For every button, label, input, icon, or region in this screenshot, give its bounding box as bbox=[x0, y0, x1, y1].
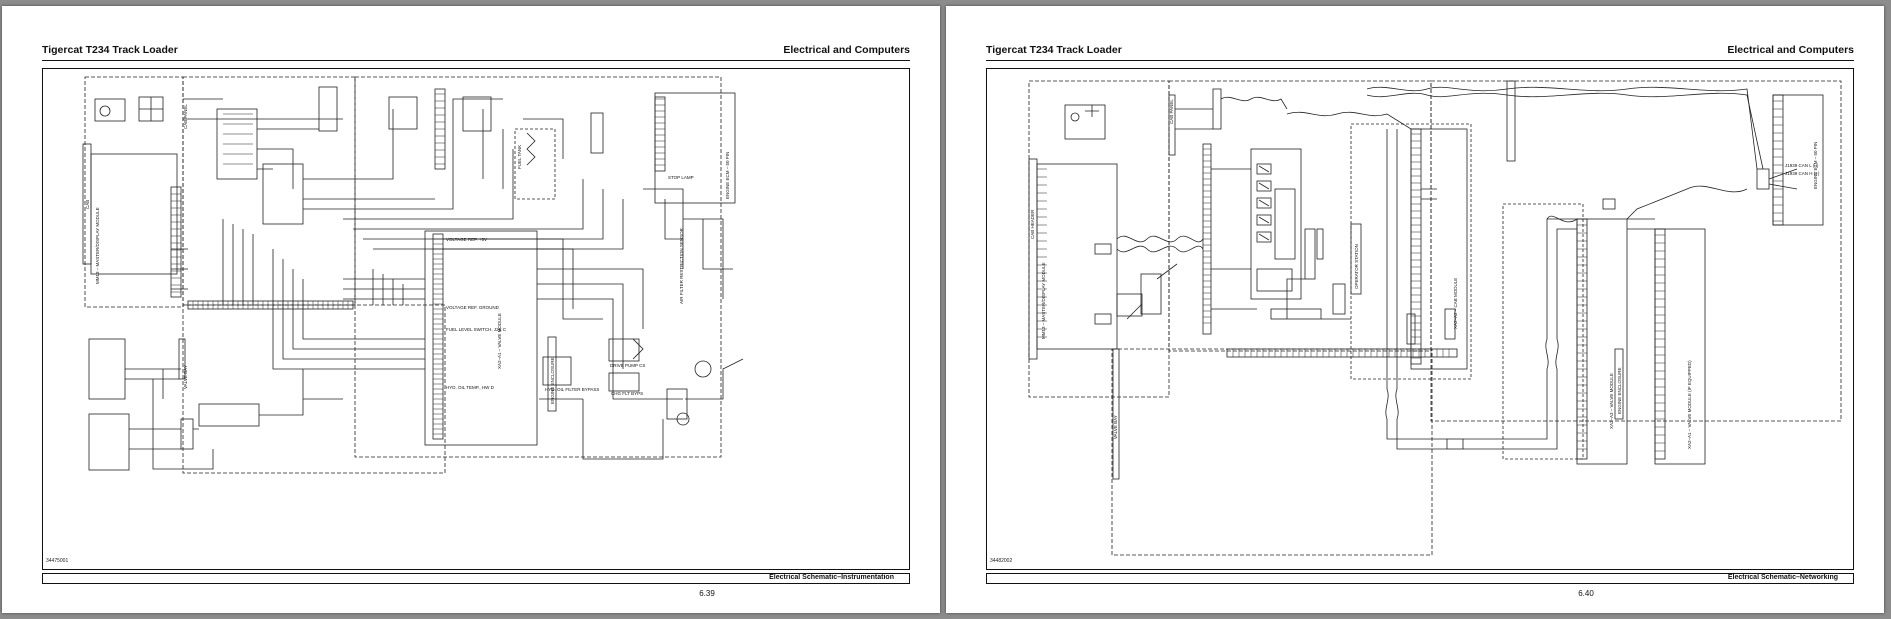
instrumentation-schematic: CAB CAB PANEL VALVE BAY ENGINE ENCLOSURE… bbox=[82, 76, 744, 474]
figure-id: 34482002 bbox=[990, 558, 1013, 564]
label-cab-panel: CAB PANEL bbox=[183, 104, 188, 129]
label-xa2-a3: XA2–A3 – VALVE MODULE bbox=[1609, 373, 1614, 429]
label-xa2-a2: XA2–A2 – CAB MODULE bbox=[1453, 278, 1458, 329]
page-number: 6.39 bbox=[699, 589, 715, 598]
label-valve-bay: VALVE BAY bbox=[1113, 415, 1118, 439]
label-cab-panel: CAB PANEL bbox=[1169, 99, 1174, 124]
label-hyd-filter: HYD. OIL FILTER BYPASS bbox=[545, 387, 599, 392]
label-air-filter: AIR FILTER RESTRICTION SENSOR bbox=[679, 227, 684, 304]
label-voltage-ground: VOLTAGE REF. GROUND bbox=[446, 305, 500, 310]
label-fuel-tank: FUEL TANK bbox=[517, 145, 522, 169]
label-fuel-level: FUEL LEVEL SWITCH, J2K C bbox=[446, 327, 507, 332]
header-rule bbox=[986, 60, 1854, 61]
footer-caption: Electrical Schematic–Instrumentation bbox=[769, 574, 894, 581]
label-chg-filter: CHG FLT BYPS bbox=[611, 391, 643, 396]
document-page-right: Tigercat T234 Track Loader Electrical an… bbox=[946, 6, 1884, 613]
label-engine-ecm: ENGINE ECM – 50 PIN bbox=[1813, 142, 1818, 189]
document-page-left: Tigercat T234 Track Loader Electrical an… bbox=[2, 6, 940, 613]
footer-bar bbox=[986, 573, 1854, 584]
page-header-title: Tigercat T234 Track Loader bbox=[986, 44, 1122, 56]
label-mm-module: MM13 – MASTER/DISPLAY MODULE bbox=[1041, 262, 1046, 339]
label-cab: CAB bbox=[85, 200, 90, 209]
page-header-section: Electrical and Computers bbox=[783, 44, 910, 56]
label-can-l: J1939 CAN L (–) bbox=[1785, 163, 1819, 168]
label-drive-pump: DRIVE PUMP CS bbox=[610, 363, 645, 368]
label-voltage-ref: VOLTAGE REF. +5V bbox=[446, 237, 487, 242]
footer-caption: Electrical Schematic–Networking bbox=[1727, 574, 1838, 581]
label-stop-lamp: STOP LAMP bbox=[668, 175, 694, 180]
page-header-section: Electrical and Computers bbox=[1727, 44, 1854, 56]
footer-bar bbox=[42, 573, 910, 584]
label-cab-header: CAB HEADER bbox=[1030, 209, 1035, 239]
label-mm-module: MM13 – MASTER/DISPLAY MODULE bbox=[95, 207, 100, 284]
page-header-title: Tigercat T234 Track Loader bbox=[42, 44, 178, 56]
networking-schematic: CAB HEADER CAB PANEL VALVE BAY OPERATOR … bbox=[1028, 80, 1842, 556]
label-hyd-temp: HYD. OIL TEMP., HW D bbox=[446, 385, 495, 390]
schematic-frame: CAB CAB PANEL VALVE BAY ENGINE ENCLOSURE… bbox=[42, 68, 910, 570]
header-rule bbox=[42, 60, 910, 61]
label-engine-ecm: ENGINE ECM – 50 PIN bbox=[725, 152, 730, 199]
page-number: 6.40 bbox=[1578, 589, 1594, 598]
figure-id: 34475001 bbox=[46, 558, 69, 564]
label-xa2-module: XA2–A1 – VALVE MODULE bbox=[497, 313, 502, 369]
label-xa2-a1: XA2–A1 – VALVE MODULE (IF EQUIPPED) bbox=[1687, 360, 1692, 449]
label-valve-bay: VALVE BAY bbox=[183, 365, 188, 389]
label-operator-station: OPERATOR STATION bbox=[1354, 244, 1359, 289]
schematic-frame: CAB HEADER CAB PANEL VALVE BAY OPERATOR … bbox=[986, 68, 1854, 570]
label-engine-enclosure: ENGINE ENCLOSURE bbox=[550, 357, 555, 404]
label-can-h: J1939 CAN H (+) bbox=[1785, 171, 1820, 176]
label-engine-enclosure: ENGINE ENCLOSURE bbox=[1617, 367, 1622, 414]
